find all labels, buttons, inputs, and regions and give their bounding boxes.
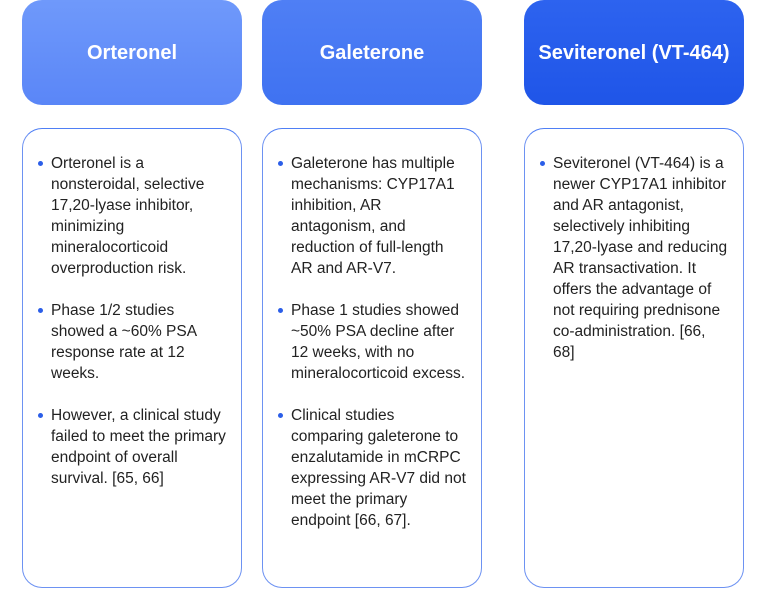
bullet-text: Orteronel is a nonsteroidal, selective 1… [51, 155, 205, 277]
bullet-list: Galeterone has multiple mechanisms: CYP1… [277, 153, 467, 531]
bullet-dot-icon [278, 161, 283, 166]
card-orteronel: Orteronel is a nonsteroidal, selective 1… [22, 128, 242, 588]
card-galeterone: Galeterone has multiple mechanisms: CYP1… [262, 128, 482, 588]
card-seviteronel: Seviteronel (VT-464) is a newer CYP17A1 … [524, 128, 744, 588]
bullet-dot-icon [38, 161, 43, 166]
header-title: Seviteronel (VT-464) [538, 41, 730, 64]
column-orteronel: Orteronel [22, 0, 242, 105]
column-seviteronel: Seviteronel (VT-464) [524, 0, 744, 105]
bullet-list: Seviteronel (VT-464) is a newer CYP17A1 … [539, 153, 729, 363]
list-item: Seviteronel (VT-464) is a newer CYP17A1 … [539, 153, 729, 363]
bullet-dot-icon [278, 308, 283, 313]
list-item: Orteronel is a nonsteroidal, selective 1… [37, 153, 227, 279]
list-item: Phase 1/2 studies showed a ~60% PSA resp… [37, 300, 227, 384]
header-galeterone: Galeterone [262, 0, 482, 105]
bullet-text: Clinical studies comparing galeterone to… [291, 407, 466, 529]
bullet-text: Seviteronel (VT-464) is a newer CYP17A1 … [553, 155, 728, 361]
bullet-dot-icon [38, 308, 43, 313]
list-item: Phase 1 studies showed ~50% PSA decline … [277, 300, 467, 384]
column-galeterone: Galeterone [262, 0, 482, 105]
bullet-text: Phase 1 studies showed ~50% PSA decline … [291, 302, 466, 382]
list-item: Clinical studies comparing galeterone to… [277, 405, 467, 531]
header-seviteronel: Seviteronel (VT-464) [524, 0, 744, 105]
bullet-dot-icon [38, 413, 43, 418]
bullet-dot-icon [278, 413, 283, 418]
bullet-text: Phase 1/2 studies showed a ~60% PSA resp… [51, 302, 197, 382]
bullet-dot-icon [540, 161, 545, 166]
bullet-list: Orteronel is a nonsteroidal, selective 1… [37, 153, 227, 489]
list-item: Galeterone has multiple mechanisms: CYP1… [277, 153, 467, 279]
header-title: Orteronel [86, 41, 178, 64]
header-orteronel: Orteronel [22, 0, 242, 105]
bullet-text: However, a clinical study failed to meet… [51, 407, 226, 487]
bullet-text: Galeterone has multiple mechanisms: CYP1… [291, 155, 455, 277]
list-item: However, a clinical study failed to meet… [37, 405, 227, 489]
header-title: Galeterone [319, 41, 425, 64]
